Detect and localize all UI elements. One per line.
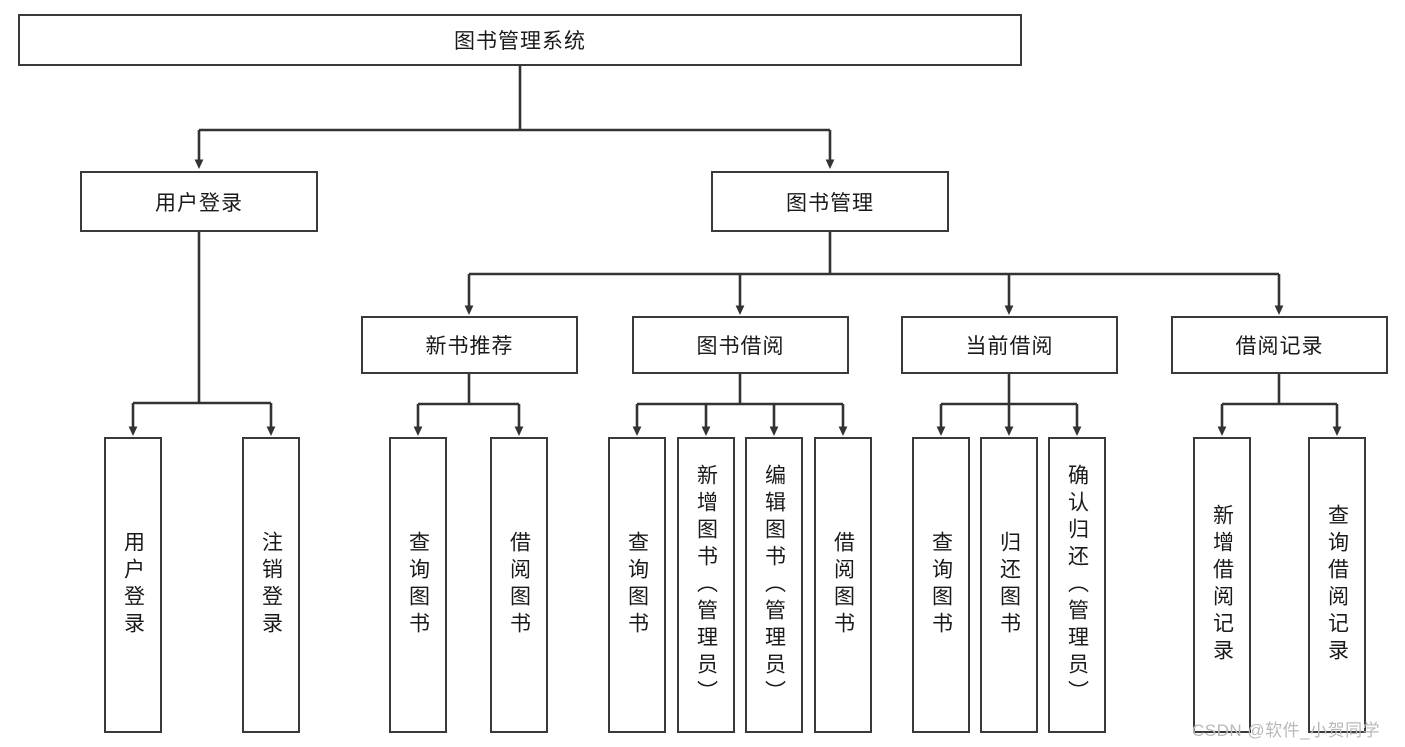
node-label: 查询图书 — [929, 531, 953, 639]
leaf-new-book-query-book[interactable]: 查询图书 — [389, 437, 447, 733]
node-label: 新增图书（管理员） — [694, 463, 718, 707]
node-label: 新书推荐 — [425, 335, 514, 358]
leaf-new-book-borrow-book[interactable]: 借阅图书 — [490, 437, 548, 733]
leaf-borrow-record-add-record[interactable]: 新增借阅记录 — [1193, 437, 1251, 733]
node-book-borrow[interactable]: 图书借阅 — [632, 316, 849, 374]
watermark: CSDN @软件_小贺同学 — [1192, 721, 1381, 740]
node-label: 借阅图书 — [507, 531, 531, 639]
node-root-book-management-system[interactable]: 图书管理系统 — [18, 14, 1022, 66]
leaf-book-borrow-query-book[interactable]: 查询图书 — [608, 437, 666, 733]
leaf-current-borrow-query-book[interactable]: 查询图书 — [912, 437, 970, 733]
node-label: 图书借阅 — [696, 335, 785, 358]
node-label: 归还图书 — [997, 531, 1021, 639]
leaf-book-borrow-edit-book-admin[interactable]: 编辑图书（管理员） — [745, 437, 803, 733]
node-current-borrow[interactable]: 当前借阅 — [901, 316, 1118, 374]
leaf-user-login-login[interactable]: 用户登录 — [104, 437, 162, 733]
node-label: 借阅图书 — [831, 531, 855, 639]
node-borrow-record[interactable]: 借阅记录 — [1171, 316, 1388, 374]
node-label: 确认归还（管理员） — [1065, 463, 1089, 707]
node-label: 注销登录 — [259, 531, 283, 639]
node-label: 图书管理 — [786, 191, 874, 215]
node-label: 图书管理系统 — [454, 30, 586, 53]
node-label: 借阅记录 — [1235, 335, 1324, 358]
node-label: 当前借阅 — [965, 335, 1054, 358]
leaf-current-borrow-return-book[interactable]: 归还图书 — [980, 437, 1038, 733]
node-label: 新增借阅记录 — [1210, 504, 1234, 666]
leaf-book-borrow-add-book-admin[interactable]: 新增图书（管理员） — [677, 437, 735, 733]
node-label: 查询借阅记录 — [1325, 504, 1349, 666]
node-new-book-recommend[interactable]: 新书推荐 — [361, 316, 578, 374]
leaf-book-borrow-borrow-book[interactable]: 借阅图书 — [814, 437, 872, 733]
leaf-borrow-record-query-record[interactable]: 查询借阅记录 — [1308, 437, 1366, 733]
node-user-login[interactable]: 用户登录 — [80, 171, 318, 232]
leaf-user-login-logout[interactable]: 注销登录 — [242, 437, 300, 733]
node-label: 用户登录 — [155, 191, 243, 215]
node-label: 编辑图书（管理员） — [762, 463, 786, 707]
node-label: 查询图书 — [406, 531, 430, 639]
node-label: 用户登录 — [121, 531, 145, 639]
leaf-current-borrow-confirm-return-admin[interactable]: 确认归还（管理员） — [1048, 437, 1106, 733]
node-book-management[interactable]: 图书管理 — [711, 171, 949, 232]
node-label: 查询图书 — [625, 531, 649, 639]
